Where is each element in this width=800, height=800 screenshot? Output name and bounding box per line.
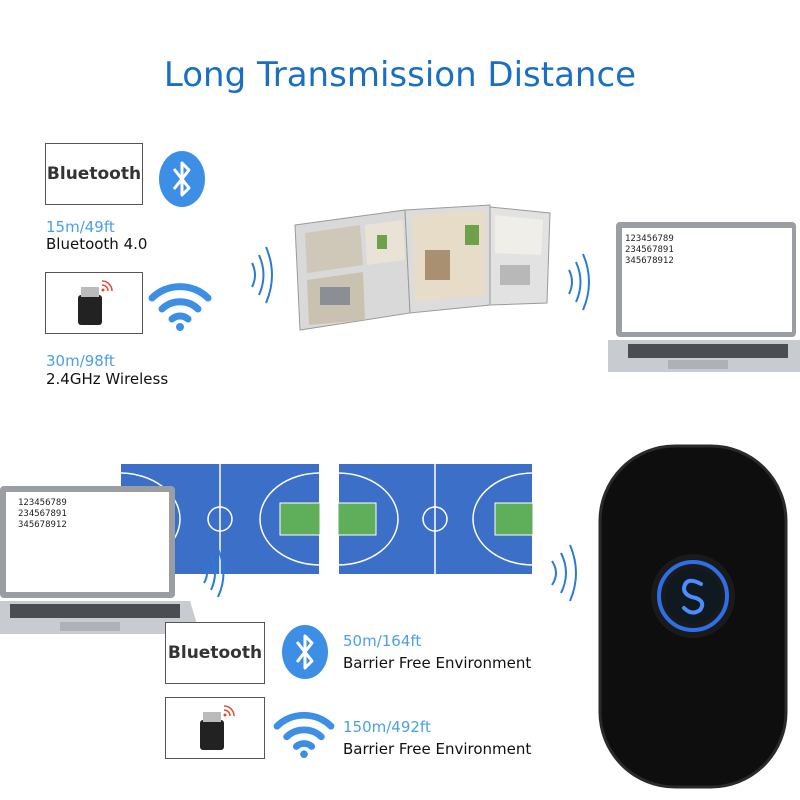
bluetooth-label: Bluetooth — [167, 643, 263, 663]
page-title: Long Transmission Distance — [163, 55, 637, 95]
scanner-device-image — [598, 444, 788, 794]
wireless-distance: 150m/492ft — [343, 718, 431, 736]
wireless-label: 2.4GHz Wireless — [46, 370, 169, 388]
bluetooth-label: Bluetooth — [46, 164, 142, 184]
bluetooth-env: Barrier Free Environment — [343, 654, 532, 672]
house-floorplan-image — [285, 195, 555, 350]
signal-waves-icon — [565, 252, 595, 317]
signal-waves-icon — [248, 245, 278, 310]
usb-dongle-box — [165, 697, 265, 759]
laptop-top: 123456789 234567891 345678912 — [608, 222, 800, 382]
laptop-screen-text: 123456789 234567891 345678912 — [18, 498, 67, 530]
basketball-court-image — [337, 462, 534, 580]
bluetooth-label-box: Bluetooth — [165, 622, 265, 684]
bluetooth-distance: 15m/49ft — [46, 218, 115, 236]
bluetooth-version: Bluetooth 4.0 — [46, 235, 148, 253]
usb-dongle-box — [45, 272, 143, 334]
wireless-distance: 30m/98ft — [46, 352, 115, 370]
laptop-screen-text: 123456789 234567891 345678912 — [625, 234, 674, 266]
signal-waves-icon — [200, 548, 230, 603]
bluetooth-label-box: Bluetooth — [45, 143, 143, 205]
signal-waves-icon — [546, 543, 582, 608]
wifi-icon — [148, 276, 212, 337]
bluetooth-icon — [158, 150, 206, 213]
usb-dongle-icon — [200, 705, 235, 750]
bluetooth-icon — [281, 624, 329, 685]
wifi-icon — [272, 705, 336, 764]
wireless-env: Barrier Free Environment — [343, 740, 532, 758]
bluetooth-distance: 50m/164ft — [343, 632, 422, 650]
laptop-bottom: 123456789 234567891 345678912 — [0, 486, 200, 641]
usb-dongle-icon — [78, 280, 113, 325]
